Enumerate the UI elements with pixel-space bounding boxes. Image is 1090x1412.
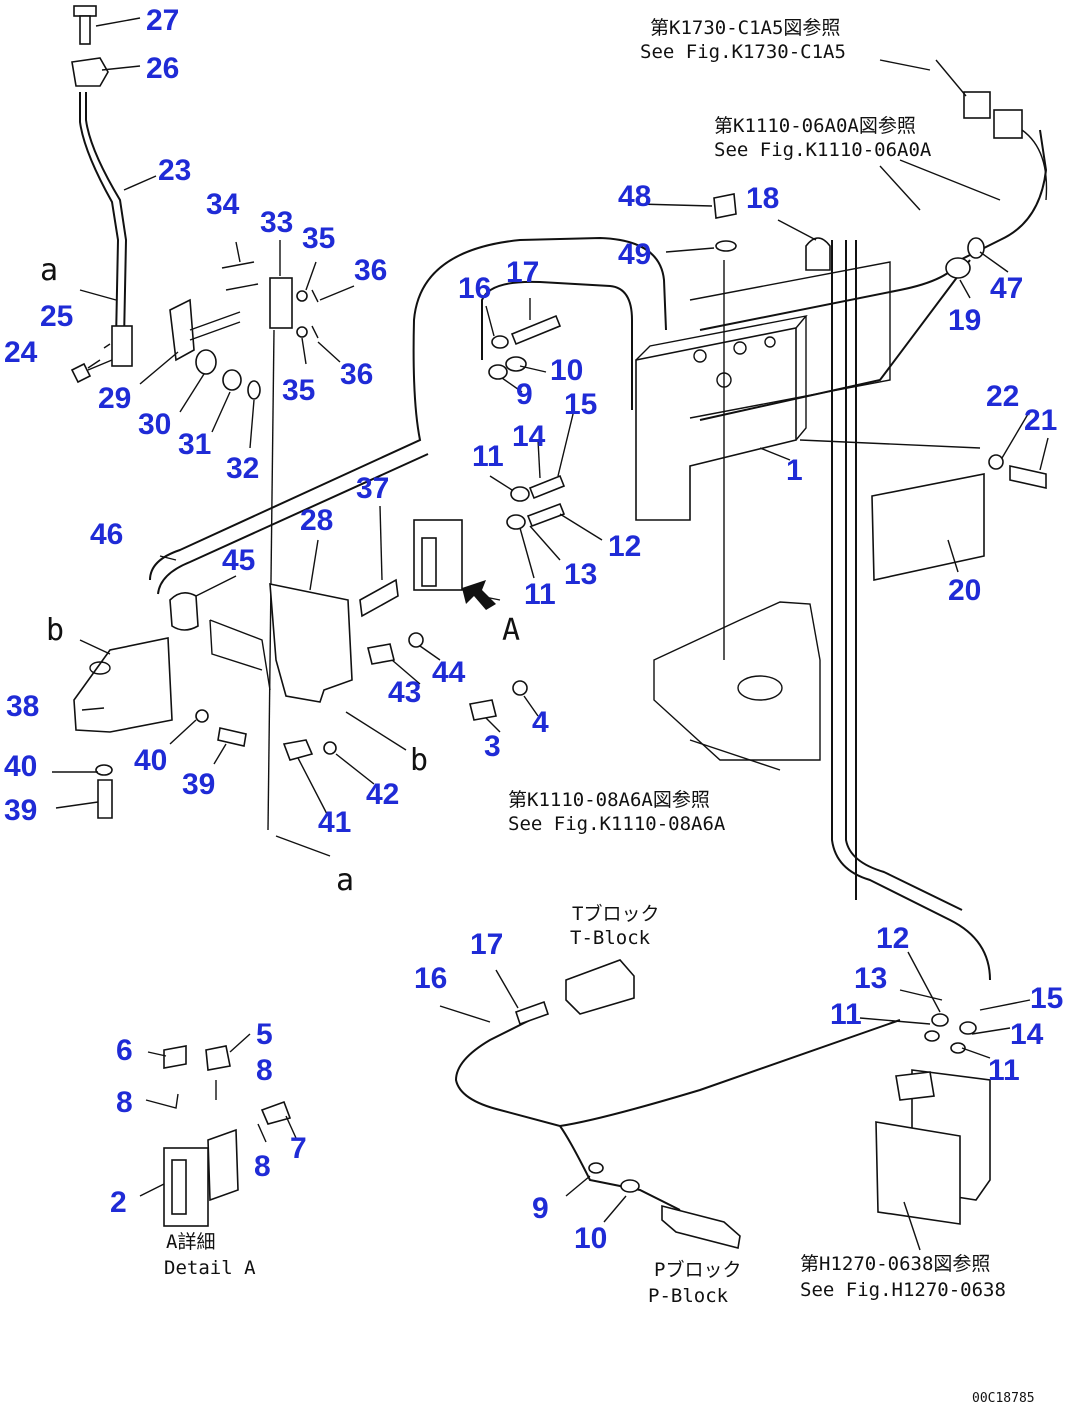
part-47: 47	[990, 272, 1023, 305]
part-17-top: 17	[506, 256, 539, 289]
part-24: 24	[4, 336, 38, 369]
part-number-labels: 27 26 23 34 33 35 36 25 24 29 30 31 32 3…	[4, 4, 1063, 1255]
part-8-left: 8	[116, 1086, 133, 1119]
part-19: 19	[948, 304, 981, 337]
part-11-bottom-left: 11	[830, 998, 862, 1031]
part-2: 2	[110, 1186, 127, 1219]
part-42: 42	[366, 778, 399, 811]
ref-k1730-jp: 第K1730-C1A5図参照	[650, 17, 840, 39]
part-43: 43	[388, 676, 421, 709]
part-32: 32	[226, 452, 259, 485]
part-14-bottom: 14	[1010, 1018, 1044, 1051]
part-21: 21	[1024, 404, 1057, 437]
part-36-top: 36	[354, 254, 387, 287]
part-11-mid: 11	[524, 578, 556, 611]
ref-k1110a-en: See Fig.K1110-06A0A	[714, 139, 932, 161]
part-15-top: 15	[564, 388, 597, 421]
part-15-bottom: 15	[1030, 982, 1063, 1015]
part-20: 20	[948, 574, 981, 607]
view-tag-a-top: a	[40, 253, 58, 288]
part-13-top: 13	[564, 558, 597, 591]
part-8-right: 8	[254, 1150, 271, 1183]
part-34: 34	[206, 188, 240, 221]
view-tags: a b b a A	[40, 253, 520, 898]
view-tag-b-mid: b	[410, 743, 428, 778]
part-3: 3	[484, 730, 501, 763]
part-1: 1	[786, 454, 803, 487]
part-30: 30	[138, 408, 171, 441]
part-23: 23	[158, 154, 191, 187]
view-tag-b-left: b	[46, 613, 64, 648]
part-4: 4	[532, 706, 549, 739]
part-13-bottom: 13	[854, 962, 887, 995]
t-block-en: T-Block	[570, 927, 651, 949]
part-11-bottom-right: 11	[988, 1054, 1020, 1087]
part-48: 48	[618, 180, 651, 213]
part-18: 18	[746, 182, 779, 215]
part-10-bottom: 10	[574, 1222, 607, 1255]
part-37: 37	[356, 472, 389, 505]
part-28: 28	[300, 504, 333, 537]
part-44: 44	[432, 656, 466, 689]
ref-h1270-en: See Fig.H1270-0638	[800, 1279, 1006, 1301]
t-block-jp: Tブロック	[572, 902, 659, 925]
part-38: 38	[6, 690, 39, 723]
part-45: 45	[222, 544, 255, 577]
part-9-bottom: 9	[532, 1192, 549, 1225]
ref-k1110b-jp: 第K1110-08A6A図参照	[508, 789, 710, 811]
part-33: 33	[260, 206, 293, 239]
part-40-left: 40	[4, 750, 37, 783]
part-26: 26	[146, 52, 179, 85]
part-35-top: 35	[302, 222, 335, 255]
part-7: 7	[290, 1132, 307, 1165]
part-39-left: 39	[4, 794, 37, 827]
part-25: 25	[40, 300, 73, 333]
drawing-number: 00C18785	[972, 1391, 1035, 1406]
part-40-mid: 40	[134, 744, 167, 777]
ref-k1110b-en: See Fig.K1110-08A6A	[508, 813, 726, 835]
part-6: 6	[116, 1034, 133, 1067]
part-29: 29	[98, 382, 131, 415]
line-art	[70, 5, 1048, 1249]
part-12-top: 12	[608, 530, 641, 563]
part-14-top: 14	[512, 420, 546, 453]
part-16-top: 16	[458, 272, 491, 305]
ref-h1270-jp: 第H1270-0638図参照	[800, 1253, 990, 1275]
part-39-mid: 39	[182, 768, 215, 801]
reference-notes: 第K1730-C1A5図参照 See Fig.K1730-C1A5 第K1110…	[164, 17, 1035, 1406]
detail-a-en: Detail A	[164, 1257, 256, 1279]
ref-k1730-en: See Fig.K1730-C1A5	[640, 41, 846, 63]
part-41: 41	[318, 806, 351, 839]
part-10-top: 10	[550, 354, 583, 387]
view-arrow-icon	[462, 580, 496, 610]
leader-lines	[52, 17, 1049, 1251]
detail-a-jp: A詳細	[166, 1231, 215, 1253]
part-31: 31	[178, 428, 211, 461]
part-16-bottom: 16	[414, 962, 447, 995]
part-35-bottom: 35	[282, 374, 315, 407]
part-17-bottom: 17	[470, 928, 503, 961]
part-27: 27	[146, 4, 179, 37]
ref-k1110a-jp: 第K1110-06A0A図参照	[714, 115, 916, 137]
p-block-jp: Pブロック	[654, 1258, 741, 1281]
part-11-top: 11	[472, 440, 504, 473]
part-49: 49	[618, 238, 651, 271]
part-46: 46	[90, 518, 123, 551]
part-12-bottom: 12	[876, 922, 909, 955]
part-5: 5	[256, 1018, 273, 1051]
part-22: 22	[986, 380, 1019, 413]
p-block-en: P-Block	[648, 1285, 729, 1307]
view-tag-A: A	[502, 613, 520, 648]
part-36-bottom: 36	[340, 358, 373, 391]
part-9-top: 9	[516, 378, 533, 411]
view-tag-a-bottom: a	[336, 863, 354, 898]
part-8-top: 8	[256, 1054, 273, 1087]
